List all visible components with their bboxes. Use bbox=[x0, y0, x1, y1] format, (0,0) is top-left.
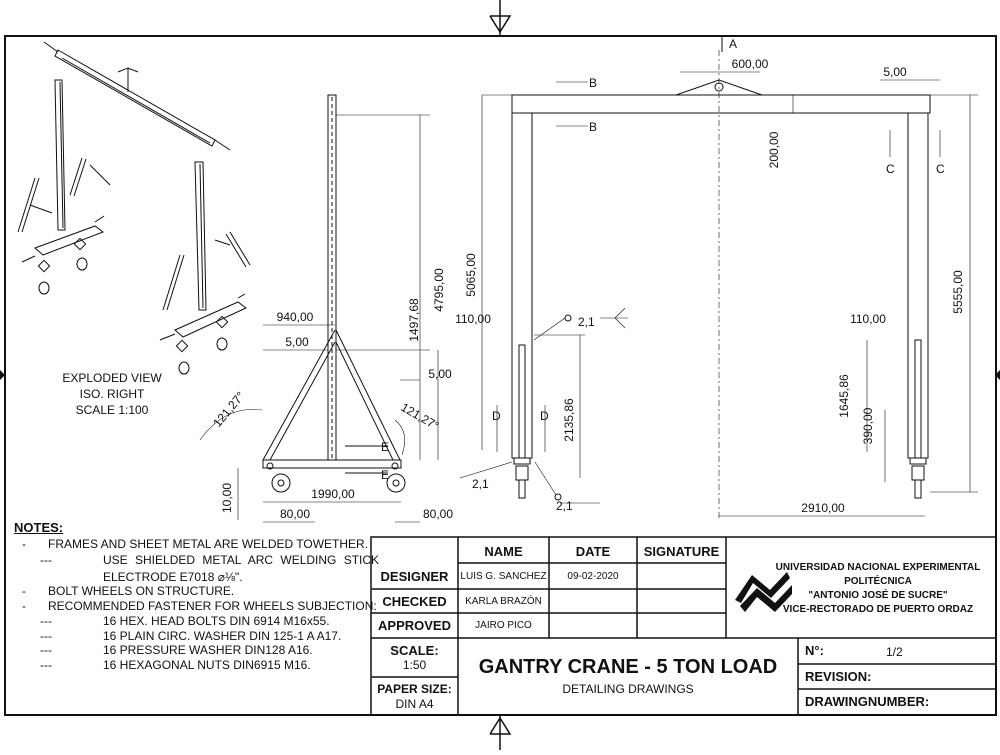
header-name: NAME bbox=[484, 544, 523, 559]
row-designer-role: DESIGNER bbox=[380, 569, 449, 584]
notes-bullet: --- bbox=[40, 614, 52, 628]
notes-line: USE SHIELDED METAL ARC WELDING STICK bbox=[103, 553, 380, 567]
dim-5555: 5555,00 bbox=[951, 270, 965, 314]
notes-line: 16 PRESSURE WASHER DIN128 A16. bbox=[103, 643, 313, 657]
section-label-c-right: C bbox=[936, 162, 945, 176]
dim-2135: 2135,86 bbox=[562, 398, 576, 442]
dim-5-side-b: 5,00 bbox=[428, 367, 452, 381]
drawing-number-label: DRAWINGNUMBER: bbox=[805, 694, 930, 709]
dim-110-right: 110,00 bbox=[850, 312, 886, 326]
row-checked-name: KARLA BRAZÓN bbox=[465, 596, 542, 607]
row-approved-role: APPROVED bbox=[378, 618, 451, 633]
notes-bullet: - bbox=[22, 599, 26, 613]
angle-121-left: 121,27° bbox=[210, 389, 248, 430]
dim-200: 200,00 bbox=[767, 131, 781, 168]
centering-mark-bottom bbox=[489, 715, 512, 750]
dim-1645: 1645,86 bbox=[837, 374, 851, 418]
row-designer-name: LUIS G. SANCHEZ bbox=[460, 571, 547, 582]
weld-symbol-left: 2,1 bbox=[472, 477, 489, 491]
notes-line: ELECTRODE E7018 ⌀⅛". bbox=[103, 570, 243, 584]
dim-600: 600,00 bbox=[732, 57, 769, 71]
revision-label: REVISION: bbox=[805, 669, 872, 684]
section-label-e-bottom: E bbox=[381, 468, 389, 482]
notes-line: 16 HEX. HEAD BOLTS DIN 6914 M16x55. bbox=[103, 614, 330, 628]
notes-heading: NOTES: bbox=[14, 520, 64, 535]
scale-label: SCALE: bbox=[390, 643, 439, 658]
section-label-a: A bbox=[729, 37, 737, 51]
weld-symbol-bottom: 2,1 bbox=[556, 499, 573, 513]
notes-line: BOLT WHEELS ON STRUCTURE. bbox=[48, 584, 235, 598]
section-label-c-left: C bbox=[886, 162, 895, 176]
number-value: 1/2 bbox=[886, 645, 903, 659]
notes-bullet: - bbox=[22, 584, 26, 598]
exploded-view-title: EXPLODED VIEW bbox=[62, 371, 162, 385]
row-approved-name: JAIRO PICO bbox=[475, 620, 532, 631]
dim-5065: 5065,00 bbox=[464, 253, 478, 297]
notes-line: RECOMMENDED FASTENER FOR WHEELS SUBJECTI… bbox=[48, 599, 377, 613]
exploded-view-scale: SCALE 1:100 bbox=[76, 403, 149, 417]
weld-symbol-top: 2,1 bbox=[578, 315, 595, 329]
drawing-title: GANTRY CRANE - 5 TON LOAD bbox=[478, 656, 778, 678]
notes-bullet: --- bbox=[40, 658, 52, 672]
exploded-view-projection: ISO. RIGHT bbox=[80, 387, 145, 401]
notes-bullet: - bbox=[22, 537, 26, 551]
title-block-grid bbox=[370, 536, 997, 716]
drawing-subtitle: DETAILING DRAWINGS bbox=[562, 682, 694, 696]
exploded-view bbox=[17, 41, 251, 375]
centering-mark-left bbox=[0, 370, 5, 380]
university-line-1: UNIVERSIDAD NACIONAL EXPERIMENTAL bbox=[775, 562, 981, 573]
dim-10: 10,00 bbox=[220, 483, 234, 513]
dim-5-side-a: 5,00 bbox=[285, 335, 309, 349]
side-view bbox=[199, 94, 439, 523]
notes-bullet: --- bbox=[40, 643, 52, 657]
notes-bullet: --- bbox=[40, 553, 52, 567]
dim-2910: 2910,00 bbox=[801, 501, 845, 515]
dim-1497: 1497,68 bbox=[407, 298, 421, 342]
front-view bbox=[459, 50, 978, 520]
paper-size-value: DIN A4 bbox=[395, 697, 434, 711]
university-logo bbox=[735, 572, 792, 612]
dim-110-left: 110,00 bbox=[455, 312, 491, 326]
dim-940: 940,00 bbox=[277, 310, 314, 324]
university-line-4: VICE-RECTORADO DE PUERTO ORDAZ bbox=[782, 604, 974, 615]
notes-line: 16 PLAIN CIRC. WASHER DIN 125-1 A A17. bbox=[103, 629, 342, 643]
dim-4795: 4795,00 bbox=[432, 268, 446, 312]
university-line-2: POLITÉCNICA bbox=[844, 576, 912, 587]
paper-size-label: PAPER SIZE: bbox=[377, 682, 452, 696]
dim-80-left: 80,00 bbox=[280, 507, 310, 521]
dim-80-right: 80,00 bbox=[423, 507, 453, 521]
section-label-e-top: E bbox=[381, 440, 389, 454]
row-checked-role: CHECKED bbox=[382, 594, 447, 609]
university-line-3: "ANTONIO JOSÉ DE SUCRE" bbox=[808, 590, 948, 601]
section-label-d-left: D bbox=[492, 409, 501, 423]
dim-390: 390,00 bbox=[861, 407, 875, 444]
dim-1990: 1990,00 bbox=[311, 487, 355, 501]
notes-line: FRAMES AND SHEET METAL ARE WELDED TOWETH… bbox=[48, 537, 369, 551]
centering-mark-top bbox=[489, 0, 512, 36]
scale-value: 1:50 bbox=[402, 658, 427, 672]
section-label-d-right: D bbox=[540, 409, 549, 423]
section-label-b-bottom: B bbox=[589, 120, 597, 134]
header-date: DATE bbox=[575, 544, 611, 559]
section-label-b-top: B bbox=[589, 76, 597, 90]
centering-mark-right bbox=[995, 370, 1000, 380]
number-label: N°: bbox=[805, 643, 824, 658]
notes-bullet: --- bbox=[40, 629, 52, 643]
header-signature: SIGNATURE bbox=[643, 544, 720, 559]
dim-5-front: 5,00 bbox=[883, 65, 907, 79]
row-designer-date: 09-02-2020 bbox=[567, 571, 619, 582]
notes-line: 16 HEXAGONAL NUTS DIN6915 M16. bbox=[103, 658, 311, 672]
